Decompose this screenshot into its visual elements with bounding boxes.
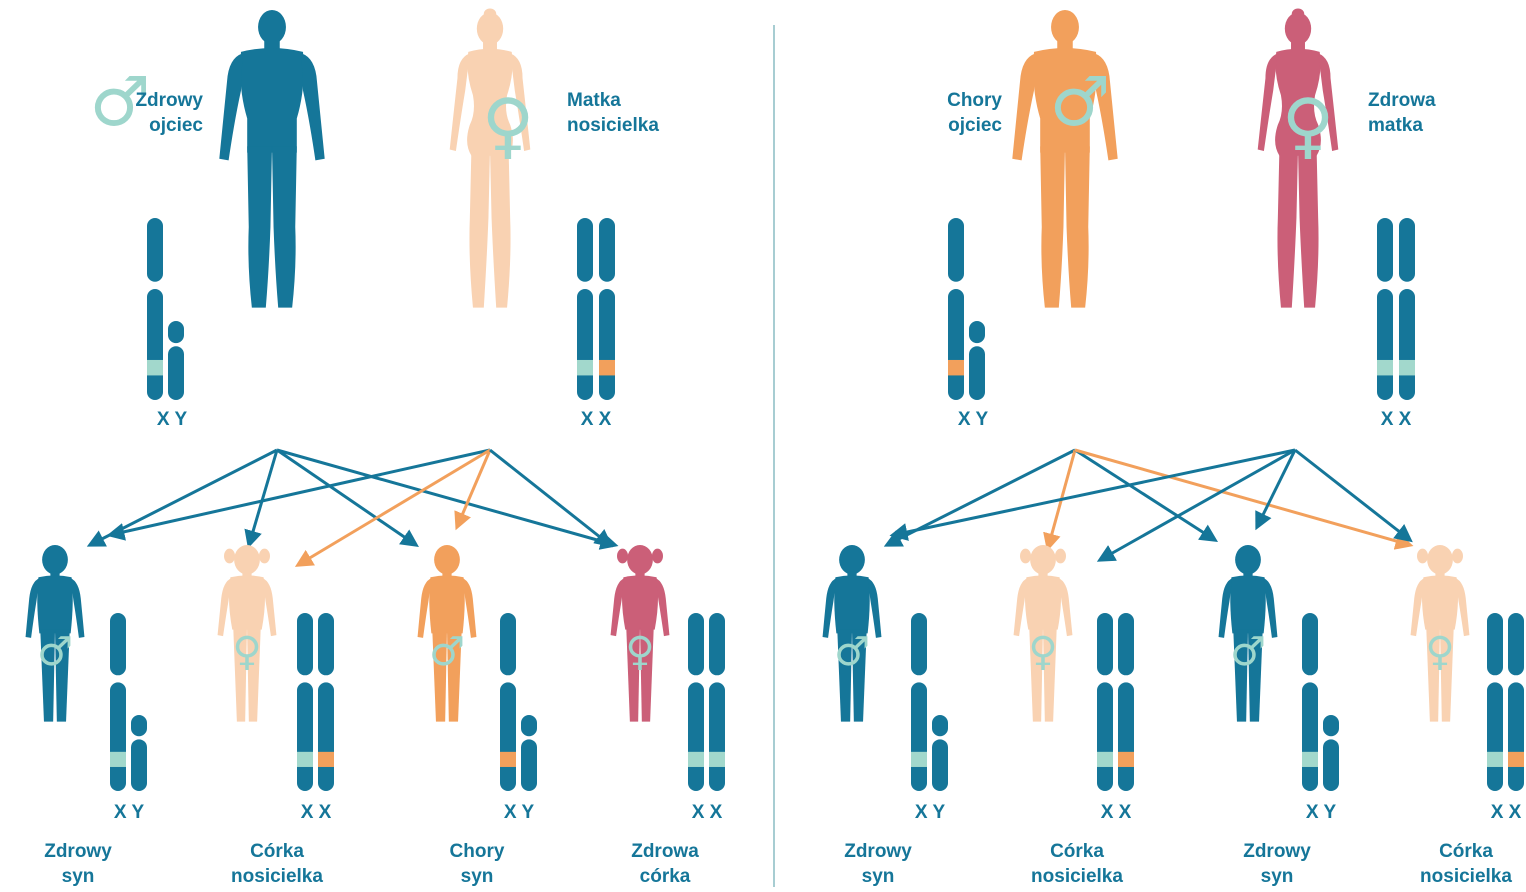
male-symbol-icon: ♂	[429, 629, 465, 675]
panel1-child-2-x-chromosome-1	[297, 613, 313, 791]
gene-band	[911, 752, 927, 767]
panel1-father-figure	[219, 10, 324, 308]
inheritance-arrow	[490, 450, 610, 545]
panel2-child-1-y-chromosome	[932, 715, 948, 791]
panel1-child-3-chrom-text: X Y	[504, 802, 535, 823]
panel1-father-chrom-text: X Y	[157, 409, 188, 430]
panel2-father-chrom-text: X Y	[958, 409, 989, 430]
panel1-mother-x-chromosome-1	[577, 218, 593, 400]
gene-band	[1487, 752, 1503, 767]
gene-band	[297, 752, 313, 767]
female-symbol-icon: ♀	[625, 629, 654, 675]
inheritance-arrow	[90, 450, 277, 545]
panel2-mother-x-chromosome-1	[1377, 218, 1393, 400]
panel1-child-4-chrom-text: X X	[692, 802, 723, 823]
panel1-child-2-chrom-text: X X	[301, 802, 332, 823]
panel2-child-3-x-chromosome	[1302, 613, 1318, 791]
female-symbol-icon: ♀	[232, 629, 261, 675]
gene-band	[709, 752, 725, 767]
panel2-father-y-chromosome	[969, 321, 985, 400]
gene-band	[1118, 752, 1134, 767]
gene-band	[1508, 752, 1524, 767]
male-symbol-icon: ♂	[834, 629, 870, 675]
gene-band	[577, 360, 593, 375]
inheritance-arrow	[1295, 450, 1410, 540]
panel1-child-4-x-chromosome-2	[709, 613, 725, 791]
gene-band	[318, 752, 334, 767]
male-symbol-icon: ♂	[1230, 629, 1266, 675]
inheritance-arrow	[277, 450, 615, 545]
panel1-father-x-chromosome	[147, 218, 163, 400]
female-symbol-icon: ♀	[1425, 629, 1454, 675]
male-symbol-icon: ♂	[37, 629, 73, 675]
panel2-child-4-x-chromosome-2	[1508, 613, 1524, 791]
panel1-child-1-chrom-text: X Y	[114, 802, 145, 823]
gene-band	[1399, 360, 1415, 375]
panel2-child-1-x-chromosome	[911, 613, 927, 791]
panel2-mother-chrom-text: X X	[1381, 409, 1412, 430]
panel1-child-1-y-chromosome	[131, 715, 147, 791]
panel1-mother-x-chromosome-2	[599, 218, 615, 400]
inheritance-arrow-mutant	[298, 450, 490, 565]
gene-band	[110, 752, 126, 767]
female-symbol-icon: ♀	[1282, 83, 1335, 167]
panel2-child-4-chrom-text: X X	[1491, 802, 1522, 823]
gene-band	[1377, 360, 1393, 375]
panel2-child-2-x-chromosome-1	[1097, 613, 1113, 791]
panel1-child-2-x-chromosome-2	[318, 613, 334, 791]
gene-band	[948, 360, 964, 375]
gene-band	[500, 752, 516, 767]
panel2-child-2-x-chromosome-2	[1118, 613, 1134, 791]
panel2-child-3-chrom-text: X Y	[1306, 802, 1337, 823]
inheritance-arrow	[1075, 450, 1215, 540]
female-symbol-icon: ♀	[1028, 629, 1057, 675]
gene-band	[599, 360, 615, 375]
inheritance-arrow-mutant	[1075, 450, 1410, 545]
gene-band	[1302, 752, 1318, 767]
gene-band	[688, 752, 704, 767]
panel2-mother-x-chromosome-2	[1399, 218, 1415, 400]
male-symbol-icon: ♂	[1050, 63, 1111, 142]
panel1-child-1-x-chromosome	[110, 613, 126, 791]
panel1-child-4-x-chromosome-1	[688, 613, 704, 791]
gene-band	[1097, 752, 1113, 767]
panel2-father-x-chromosome	[948, 218, 964, 400]
panel2-child-2-chrom-text: X X	[1101, 802, 1132, 823]
panel2-child-4-x-chromosome-1	[1487, 613, 1503, 791]
panel2-child-3-y-chromosome	[1323, 715, 1339, 791]
panel1-child-4-label: Zdrowacórka	[631, 841, 699, 887]
female-symbol-icon: ♀	[482, 83, 535, 167]
inheritance-arrow	[277, 450, 416, 545]
panel2-father-figure	[1012, 10, 1117, 308]
gene-band	[147, 360, 163, 375]
panel1-mother-chrom-text: X X	[581, 409, 612, 430]
panel1-child-3-x-chromosome	[500, 613, 516, 791]
panel2-child-1-chrom-text: X Y	[915, 802, 946, 823]
panel1-child-3-y-chromosome	[521, 715, 537, 791]
panel1-father-y-chromosome	[168, 321, 184, 400]
